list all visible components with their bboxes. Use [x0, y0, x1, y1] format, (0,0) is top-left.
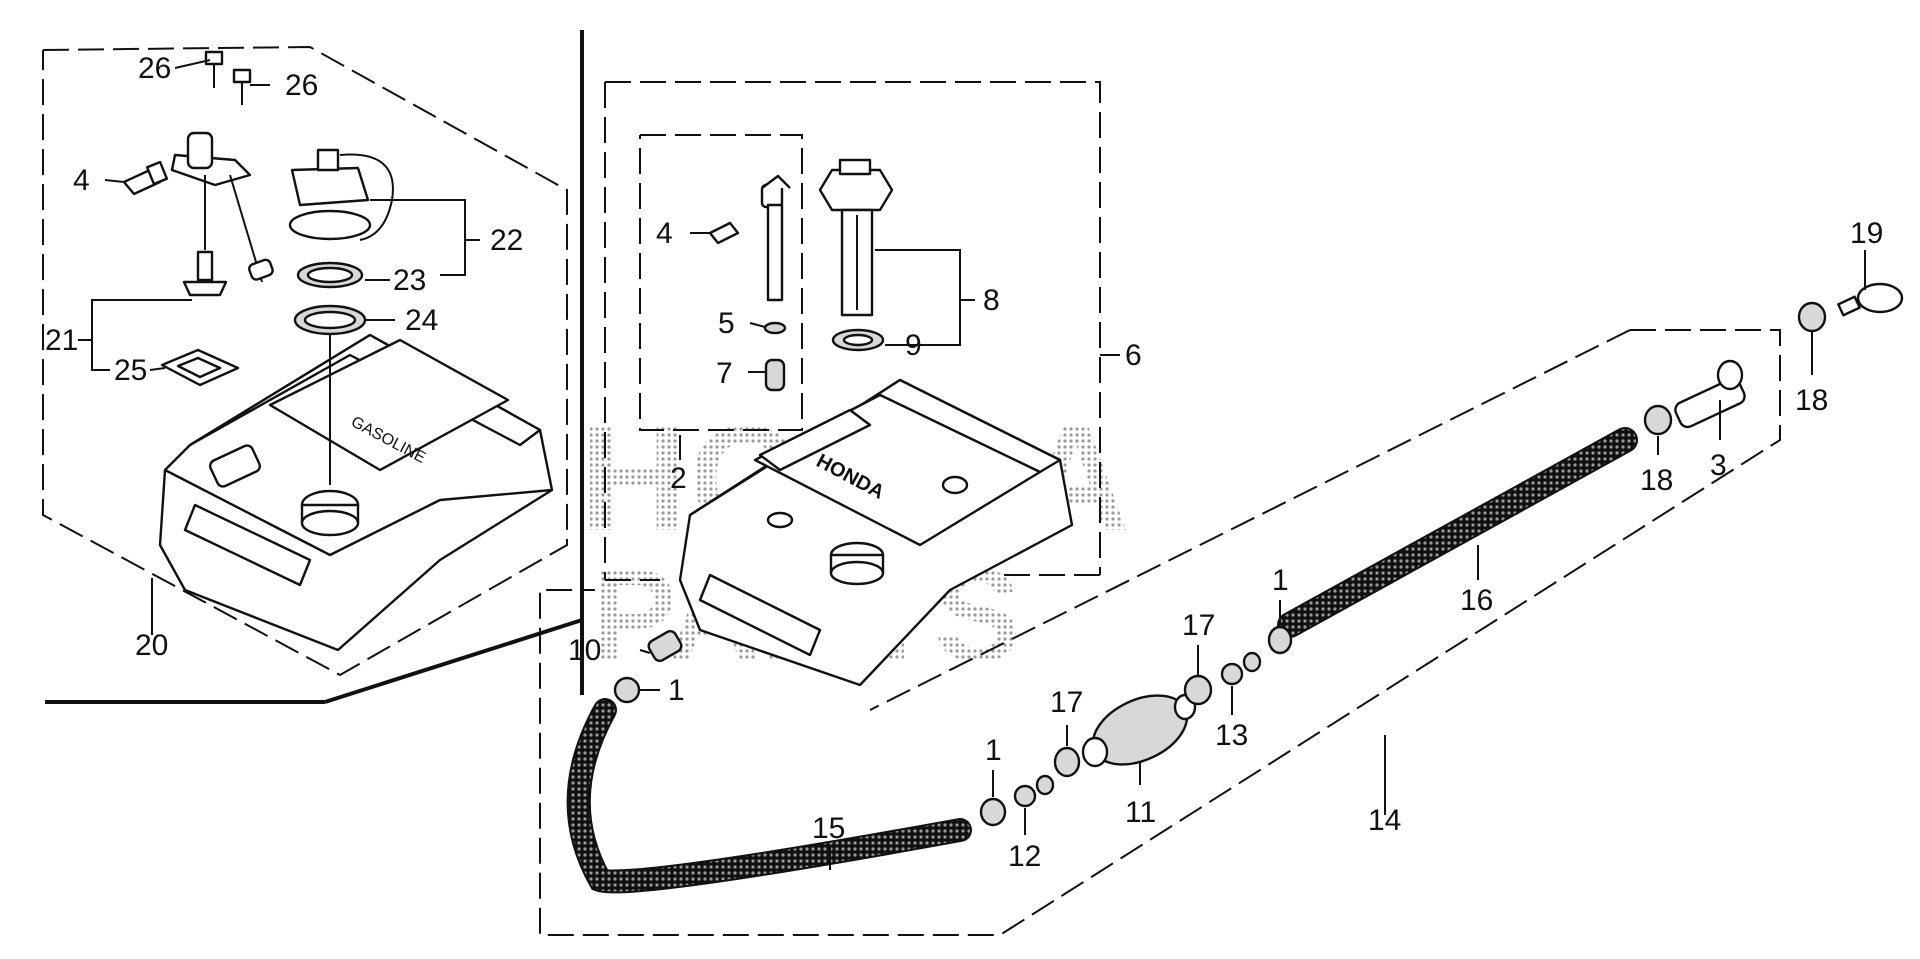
- seal-24: [293, 304, 367, 336]
- right-group-outline: [539, 329, 1781, 936]
- callout-15: 15: [812, 812, 845, 845]
- callout-4: 4: [656, 217, 673, 250]
- callout-18: 18: [1640, 464, 1673, 497]
- callout-19: 19: [1850, 217, 1883, 250]
- callouts: 26 26 4 22 23 24 21 25 20 4 5 7 8 9 6 2 …: [45, 52, 1883, 873]
- left-leaders: [78, 59, 480, 635]
- cap-19: [1837, 282, 1904, 317]
- fuel-tank-honda: HONDA: [678, 378, 1074, 687]
- callout-4: 4: [73, 164, 90, 197]
- callout-9: 9: [905, 329, 922, 362]
- gasket-25: [160, 348, 240, 387]
- middle-group-outline: [604, 81, 1101, 581]
- fuel-hose-15: [566, 698, 972, 894]
- callout-8: 8: [983, 284, 1000, 317]
- callout-5: 5: [718, 307, 735, 340]
- fuel-cap: [288, 148, 394, 241]
- screw-26: [204, 50, 252, 105]
- connector-3: [1674, 359, 1746, 429]
- clamp-17: [1053, 674, 1213, 778]
- callout-2: 2: [670, 462, 687, 495]
- check-valve-13: [1220, 651, 1262, 686]
- callout-12: 12: [1008, 840, 1041, 873]
- callout-18: 18: [1795, 384, 1828, 417]
- seal-23: [296, 261, 364, 289]
- callout-26: 26: [138, 52, 171, 85]
- middle-leaders: [679, 232, 1120, 460]
- callout-10: 10: [568, 634, 601, 667]
- callout-25: 25: [114, 354, 147, 387]
- seal-9: [831, 328, 885, 352]
- right-leaders: [638, 250, 1866, 870]
- callout-6: 6: [1125, 339, 1142, 372]
- washer-5: [763, 321, 787, 335]
- fuel-tank-left: GASOLINE: [158, 333, 554, 652]
- callout-22: 22: [490, 224, 523, 257]
- callout-1: 1: [985, 734, 1002, 767]
- callout-23: 23: [393, 264, 426, 297]
- callout-21: 21: [45, 324, 78, 357]
- callout-7: 7: [716, 357, 733, 390]
- callout-26: 26: [285, 69, 318, 102]
- callout-13: 13: [1215, 719, 1248, 752]
- callout-11: 11: [1125, 796, 1156, 829]
- fuel-gauge-8: [818, 158, 894, 317]
- fuel-hose-16: [1277, 427, 1638, 638]
- fuel-pickup-tube: [708, 174, 791, 302]
- connector-10: [647, 629, 683, 663]
- fuel-gauge-sender: [170, 131, 274, 297]
- callout-1: 1: [668, 674, 685, 707]
- callout-3: 3: [1710, 449, 1727, 482]
- fitting-4-left: [122, 160, 169, 196]
- callout-17: 17: [1182, 609, 1215, 642]
- callout-17: 17: [1050, 686, 1083, 719]
- nut-18: [1643, 301, 1827, 436]
- callout-16: 16: [1460, 584, 1493, 617]
- callout-24: 24: [405, 304, 438, 337]
- callout-14: 14: [1368, 804, 1401, 837]
- callout-1: 1: [1272, 564, 1289, 597]
- callout-20: 20: [135, 629, 168, 662]
- filter-7: [764, 358, 786, 392]
- check-valve-12: [1013, 774, 1055, 808]
